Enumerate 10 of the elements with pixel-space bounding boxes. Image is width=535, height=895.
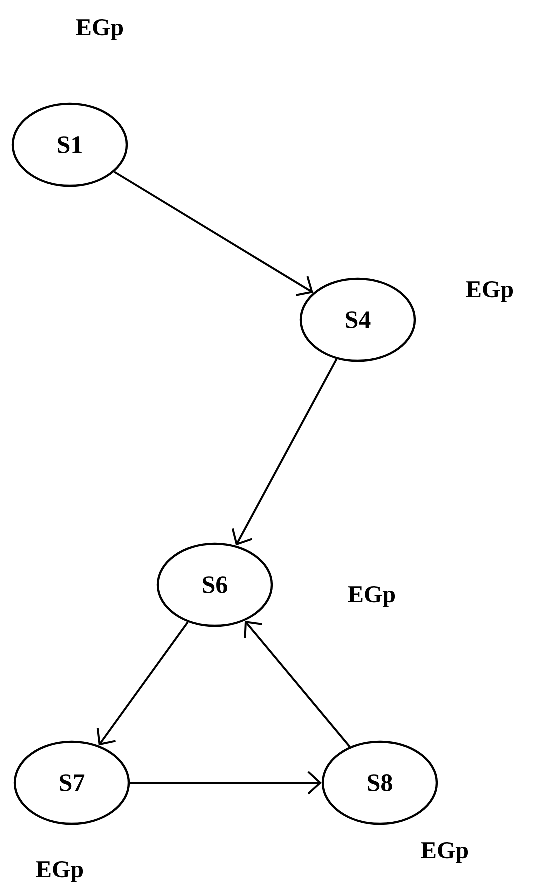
arrow — [130, 771, 322, 795]
arrow — [114, 171, 314, 296]
state-label: EGp — [76, 20, 124, 40]
arrow — [232, 358, 338, 546]
state-label: EGp — [36, 862, 84, 882]
arrow — [244, 621, 351, 748]
state-label: EGp — [421, 842, 468, 864]
state-label: EGp — [466, 282, 514, 302]
state-label: EGp — [348, 586, 396, 608]
arrow — [96, 622, 189, 746]
